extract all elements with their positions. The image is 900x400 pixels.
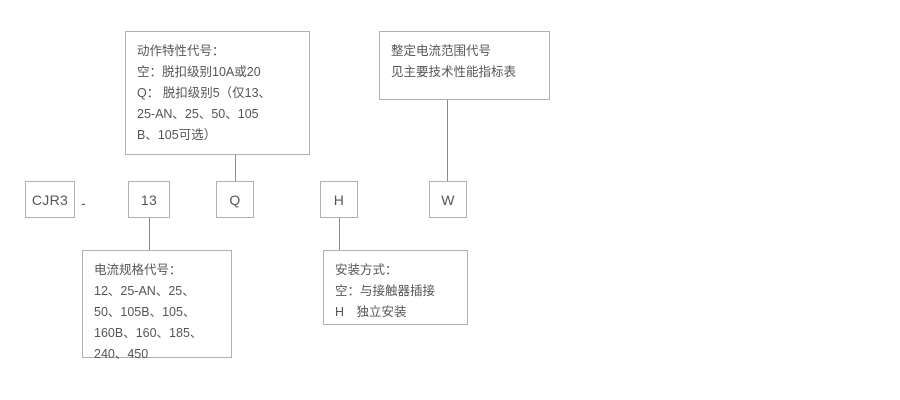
trip-class-note-line-5: B、105可选） bbox=[137, 128, 217, 142]
setting-range-note-line-1: 整定电流范围代号 bbox=[391, 44, 492, 58]
code-box-trip-class[interactable]: Q bbox=[216, 181, 254, 218]
mounting-note-line-3: H 独立安装 bbox=[335, 305, 407, 319]
code-trip-class-label: Q bbox=[229, 191, 241, 208]
mounting-note-line-1: 安装方式： bbox=[335, 263, 398, 277]
code-box-series[interactable]: CJR3 bbox=[25, 181, 75, 218]
setting-range-note-box: 整定电流范围代号 见主要技术性能指标表 bbox=[379, 31, 550, 100]
current-rating-note-line-5: 240、450 bbox=[94, 347, 149, 361]
mounting-note-box: 安装方式： 空：与接触器插接 H 独立安装 bbox=[323, 250, 468, 325]
trip-class-note-box: 动作特性代号： 空：脱扣级别10A或20 Q： 脱扣级别5（仅13、 25-AN… bbox=[125, 31, 310, 155]
connector-mounting bbox=[339, 218, 340, 250]
current-rating-note-line-2: 12、25-AN、25、 bbox=[94, 284, 195, 298]
trip-class-note-line-4: 25-AN、25、50、105 bbox=[137, 107, 259, 121]
connector-trip-class bbox=[235, 155, 236, 181]
setting-range-note-line-2: 见主要技术性能指标表 bbox=[391, 65, 517, 79]
code-series-label: CJR3 bbox=[31, 191, 69, 208]
code-current-rating-label: 13 bbox=[140, 191, 158, 208]
trip-class-note-line-1: 动作特性代号： bbox=[137, 44, 225, 58]
current-rating-note-line-4: 160B、160、185、 bbox=[94, 326, 203, 340]
code-separator-dash: - bbox=[81, 195, 86, 211]
connector-current-rating bbox=[149, 218, 150, 250]
code-box-current-rating[interactable]: 13 bbox=[128, 181, 170, 218]
code-box-mounting[interactable]: H bbox=[320, 181, 358, 218]
connector-setting-range bbox=[447, 100, 448, 181]
code-mounting-label: H bbox=[333, 191, 345, 208]
trip-class-note-line-2: 空：脱扣级别10A或20 bbox=[137, 65, 261, 79]
code-setting-range-label: W bbox=[441, 191, 455, 208]
code-box-setting-range[interactable]: W bbox=[429, 181, 467, 218]
mounting-note-line-2: 空：与接触器插接 bbox=[335, 284, 436, 298]
current-rating-note-line-1: 电流规格代号： bbox=[94, 263, 182, 277]
current-rating-note-line-3: 50、105B、105、 bbox=[94, 305, 196, 319]
current-rating-note-box: 电流规格代号： 12、25-AN、25、 50、105B、105、 160B、1… bbox=[82, 250, 232, 361]
trip-class-note-line-3: Q： 脱扣级别5（仅13、 bbox=[137, 86, 272, 100]
